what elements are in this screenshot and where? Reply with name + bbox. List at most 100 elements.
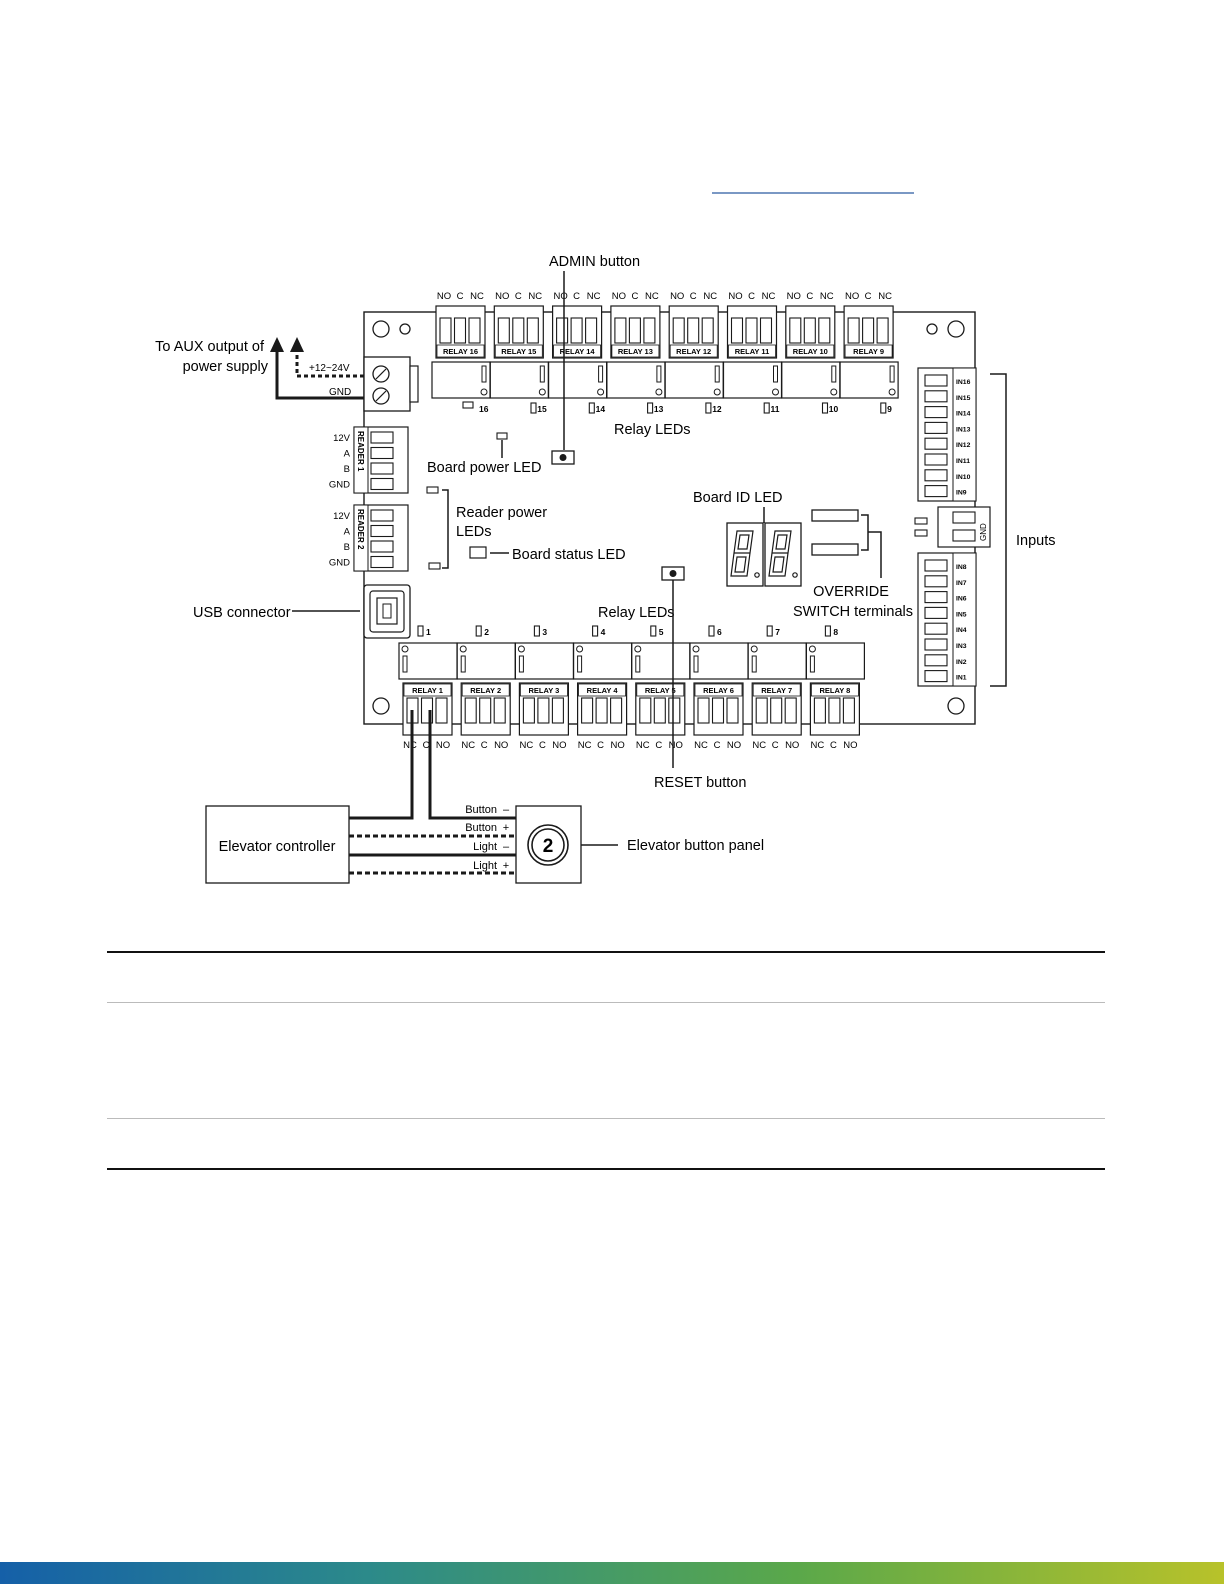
- input-terminal-slot[interactable]: [924, 406, 948, 419]
- terminal-label-no: NO: [495, 291, 509, 302]
- override-switch-terminal-2[interactable]: [811, 543, 859, 556]
- relay-terminal-slot[interactable]: [755, 697, 768, 724]
- terminal-label-no: NO: [552, 740, 566, 751]
- reader1-power-led: [426, 486, 439, 494]
- mounting-hole: [372, 320, 390, 338]
- usb-connector[interactable]: [363, 584, 411, 639]
- input-terminal-slot[interactable]: [924, 575, 948, 588]
- relay-terminal-slot[interactable]: [556, 317, 569, 344]
- relay-terminal-slot[interactable]: [687, 317, 700, 344]
- relay-terminal-slot[interactable]: [784, 697, 797, 724]
- gnd-terminal[interactable]: [937, 506, 991, 548]
- relay-terminal-slot[interactable]: [701, 317, 714, 344]
- relay-terminal-slot[interactable]: [643, 317, 656, 344]
- terminal-label-c: C: [748, 291, 755, 302]
- reader-terminal-slot[interactable]: [370, 540, 394, 553]
- reader-terminal-slot[interactable]: [370, 431, 394, 444]
- relay-terminal-slot[interactable]: [537, 697, 550, 724]
- terminal-label-c: C: [865, 291, 872, 302]
- relay-terminal-slot[interactable]: [512, 317, 525, 344]
- relay-name: RELAY 12: [676, 347, 711, 356]
- input-label: IN16: [956, 379, 971, 386]
- override-switch-terminal-1[interactable]: [811, 509, 859, 522]
- input-terminal-slot[interactable]: [924, 559, 948, 572]
- input-terminal-slot[interactable]: [924, 638, 948, 651]
- relay-terminal-slot[interactable]: [581, 697, 594, 724]
- reader-pin-label: A: [344, 449, 351, 460]
- relay-terminal-slot[interactable]: [420, 697, 434, 724]
- relay-terminal-slot[interactable]: [842, 697, 855, 724]
- relay-terminal-slot[interactable]: [522, 697, 535, 724]
- relay-terminal-slot[interactable]: [453, 317, 467, 344]
- relay-terminal-slot[interactable]: [497, 317, 510, 344]
- relay-terminal-slot[interactable]: [818, 317, 831, 344]
- relay-led-number: 2: [484, 627, 489, 637]
- relay-terminal-slot[interactable]: [464, 697, 477, 724]
- relay-terminal-slot[interactable]: [711, 697, 725, 724]
- relay-terminal-slot[interactable]: [468, 317, 481, 344]
- relay-terminal-slot[interactable]: [745, 317, 758, 344]
- relay-terminal-slot[interactable]: [595, 697, 608, 724]
- relay-terminal-slot[interactable]: [479, 697, 492, 724]
- input-terminal-slot[interactable]: [924, 670, 948, 683]
- relay-terminal-slot[interactable]: [570, 317, 583, 344]
- terminal-label-c: C: [423, 740, 430, 751]
- relay-terminal-slot[interactable]: [789, 317, 802, 344]
- relay-terminal-slot[interactable]: [610, 697, 623, 724]
- relay-terminal-slot[interactable]: [803, 317, 816, 344]
- reader-terminal-slot[interactable]: [370, 524, 394, 538]
- input-terminal-slot[interactable]: [924, 654, 948, 667]
- input-label: IN11: [956, 458, 970, 465]
- input-terminal-slot[interactable]: [924, 453, 948, 466]
- input-terminal-slot[interactable]: [924, 622, 948, 635]
- input-terminal-slot[interactable]: [924, 437, 948, 450]
- relay-terminal-slot[interactable]: [730, 317, 744, 344]
- input-terminal-slot[interactable]: [924, 390, 948, 403]
- reader-terminal-slot[interactable]: [370, 462, 394, 475]
- reader-pin-label: B: [344, 542, 350, 553]
- mounting-hole: [947, 697, 965, 715]
- input-terminal-slot[interactable]: [924, 374, 948, 387]
- relay-terminal-slot[interactable]: [847, 317, 860, 344]
- relay-terminal-slot[interactable]: [759, 317, 773, 344]
- terminal-label-nc: NC: [878, 291, 892, 302]
- input-terminal-slot[interactable]: [924, 606, 948, 619]
- reader-terminal-slot[interactable]: [370, 477, 394, 491]
- relay-terminal-slot[interactable]: [726, 697, 739, 724]
- relay-terminal-slot[interactable]: [639, 697, 652, 724]
- input-terminal-slot[interactable]: [924, 469, 948, 482]
- relay-terminal-slot[interactable]: [828, 697, 841, 724]
- relay-terminal-slot[interactable]: [435, 697, 448, 724]
- relay-terminal-slot[interactable]: [862, 317, 875, 344]
- relay-terminal-slot[interactable]: [770, 697, 783, 724]
- relay-terminal-slot[interactable]: [526, 317, 539, 344]
- reader-terminal-slot[interactable]: [370, 555, 394, 569]
- relay-terminal-slot[interactable]: [439, 317, 452, 344]
- relay-terminal-slot[interactable]: [551, 697, 564, 724]
- input-terminal-slot[interactable]: [924, 421, 948, 434]
- reader-name: READER 2: [356, 509, 365, 550]
- power-terminal[interactable]: [363, 356, 419, 412]
- relay-terminal-slot[interactable]: [653, 697, 666, 724]
- input-label: IN2: [956, 659, 967, 666]
- relay-terminal-slot[interactable]: [813, 697, 826, 724]
- reader-terminal-slot[interactable]: [370, 509, 394, 522]
- relay-terminal-slot[interactable]: [697, 697, 710, 724]
- relay-led: [533, 625, 540, 637]
- relay-terminal-slot[interactable]: [876, 317, 889, 344]
- relay-terminal-slot[interactable]: [493, 697, 506, 724]
- relay-terminal-slot[interactable]: [614, 317, 627, 344]
- reader-terminal-slot[interactable]: [370, 446, 394, 460]
- relay-terminal-slot[interactable]: [672, 317, 685, 344]
- input-terminal-slot[interactable]: [924, 591, 948, 604]
- input-label: IN8: [956, 564, 967, 571]
- relay-terminal-slot[interactable]: [668, 697, 681, 724]
- input-terminal-slot[interactable]: [924, 485, 948, 498]
- relay-terminal-slot[interactable]: [585, 317, 598, 344]
- terminal-label-nc: NC: [636, 740, 650, 751]
- relay-terminal-slot[interactable]: [628, 317, 641, 344]
